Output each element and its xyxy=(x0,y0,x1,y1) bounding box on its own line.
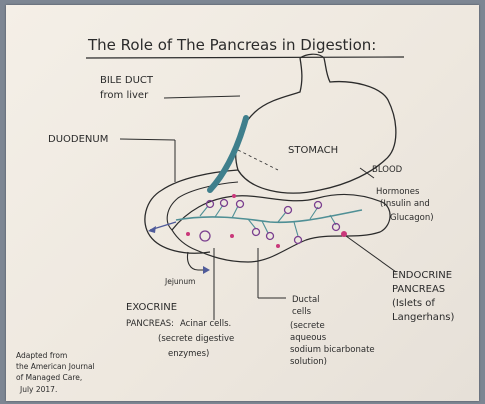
duct-branches xyxy=(200,205,336,236)
label-glucagon: Glucagon) xyxy=(390,213,434,223)
label-exocrine: EXOCRINE xyxy=(126,302,177,313)
label-duodenum: DUODENUM xyxy=(48,134,108,145)
label-insulin: (Insulin and xyxy=(380,199,430,209)
label-stomach: STOMACH xyxy=(288,145,338,156)
label-ductal-bicarbonate: sodium bicarbonate xyxy=(290,345,375,355)
label-ductal-aqueous: aqueous xyxy=(290,333,327,343)
bile-duct-dashed xyxy=(238,150,278,170)
title-underline xyxy=(86,57,404,58)
label-langerhans: Langerhans) xyxy=(392,312,454,323)
label-ductal-secrete: (secrete xyxy=(290,321,325,331)
label-endocrine-pancreas: PANCREAS xyxy=(392,284,445,295)
bile-duct xyxy=(210,118,246,190)
label-acinar-enzymes: enzymes) xyxy=(168,349,209,359)
leader-lines xyxy=(120,96,396,320)
pancreas-outline xyxy=(172,195,390,262)
label-blood: BLOOD xyxy=(372,165,403,175)
jejunum-arrow xyxy=(203,266,210,274)
diagram-title: The Role of The Pancreas in Digestion: xyxy=(87,36,376,54)
source-line-4: July 2017. xyxy=(19,385,57,394)
duct-arrowhead xyxy=(148,226,156,233)
label-bile-duct: BILE DUCT xyxy=(100,75,154,86)
jejunum-loop xyxy=(187,252,205,270)
label-ductal: Ductal xyxy=(292,295,320,305)
source-line-2: the American Journal xyxy=(16,362,95,371)
label-exocrine-pancreas: PANCREAS: xyxy=(126,319,174,329)
label-acinar-secrete: (secrete digestive xyxy=(158,334,234,344)
label-ductal-solution: solution) xyxy=(290,357,327,367)
source-line-1: Adapted from xyxy=(16,351,67,360)
label-acinar: Acinar cells. xyxy=(180,319,231,329)
label-endocrine: ENDOCRINE xyxy=(392,270,452,281)
source-line-3: of Managed Care, xyxy=(16,373,82,382)
label-ductal-cells: cells xyxy=(292,307,312,317)
label-bile-duct-from: from liver xyxy=(100,90,149,101)
label-jejunum: Jejunum xyxy=(164,277,195,286)
label-islets: (Islets of xyxy=(392,298,435,309)
label-hormones: Hormones xyxy=(376,187,420,197)
labels: BILE DUCT from liver DUODENUM STOMACH BL… xyxy=(16,75,454,394)
